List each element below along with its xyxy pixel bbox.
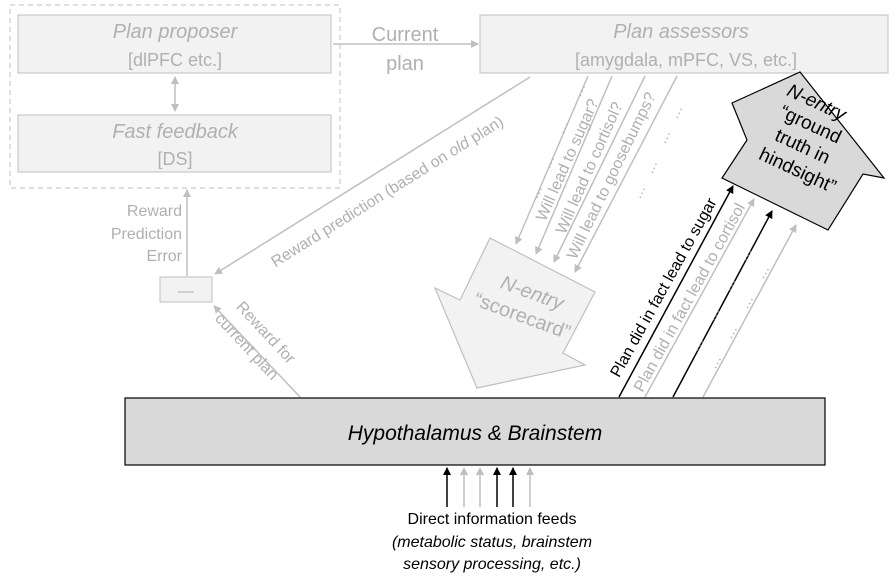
question-arrows: [515, 75, 678, 273]
plan-proposer-sub: [dlPFC etc.]: [128, 50, 222, 70]
minus-symbol: —: [178, 283, 194, 300]
svg-text:…: …: [686, 333, 707, 353]
svg-text:…: …: [720, 321, 741, 341]
fast-feedback-title: Fast feedback: [112, 121, 239, 143]
svg-text:…: …: [640, 157, 660, 176]
current-plan-label-1: Current: [372, 24, 439, 46]
feeds-title: Direct information feeds: [408, 511, 577, 528]
svg-text:…: …: [665, 102, 685, 121]
feed-arrows: [443, 467, 534, 507]
fact-arrow-3: [672, 210, 773, 398]
plan-proposer-box: Plan proposer [dlPFC etc.]: [17, 14, 332, 74]
feeds-detail-2: sensory processing, etc.): [403, 556, 581, 573]
rpe-label-2: Prediction: [111, 226, 182, 243]
reward-prediction-arrow: [214, 76, 531, 275]
reward-current-arrow: [213, 305, 301, 398]
ground-truth-arrow: [721, 71, 886, 231]
hypothalamus-brainstem-box: Hypothalamus & Brainstem: [124, 397, 826, 466]
question-ellipses: … … … … … … … …: [525, 80, 685, 201]
svg-text:…: …: [628, 182, 648, 201]
feeds-detail-1: (metabolic status, brainstem: [392, 534, 592, 551]
rpe-label-1: Reward: [127, 203, 182, 220]
plan-assessors-sub: [amygdala, mPFC, VS, etc.]: [575, 50, 797, 70]
current-plan-label-2: plan: [386, 53, 424, 75]
svg-text:…: …: [752, 261, 773, 281]
striatum-group-dashed-box: [9, 4, 341, 189]
fast-feedback-sub: [DS]: [157, 149, 192, 169]
rpe-label-3: Error: [146, 248, 182, 265]
svg-text:…: …: [525, 182, 545, 201]
svg-text:…: …: [704, 351, 725, 371]
scorecard-arrow: [433, 237, 596, 389]
svg-text:…: …: [702, 303, 723, 323]
svg-text:…: …: [537, 152, 557, 171]
svg-text:…: …: [736, 291, 757, 311]
svg-text:…: …: [551, 117, 571, 136]
plan-proposer-title: Plan proposer: [113, 21, 239, 43]
fact-arrow-sugar: [618, 185, 734, 398]
fact-arrow-cortisol: [644, 198, 755, 398]
subtraction-box: [159, 276, 213, 303]
svg-text:…: …: [718, 273, 739, 293]
fact-arrow-4: [702, 224, 797, 398]
ground-truth-label: N-entry “ground truth in hindsight”: [756, 80, 851, 198]
svg-text:…: …: [653, 127, 673, 146]
main-box-title: Hypothalamus & Brainstem: [348, 422, 602, 445]
plan-assessors-title: Plan assessors: [613, 21, 749, 43]
fact-ellipses: … … … … … … … …: [686, 243, 773, 371]
svg-text:…: …: [734, 243, 755, 263]
fast-feedback-box: Fast feedback [DS]: [17, 114, 332, 173]
svg-text:…: …: [568, 80, 588, 99]
plan-assessors-box: Plan assessors [amygdala, mPFC, VS, etc.…: [479, 14, 889, 74]
